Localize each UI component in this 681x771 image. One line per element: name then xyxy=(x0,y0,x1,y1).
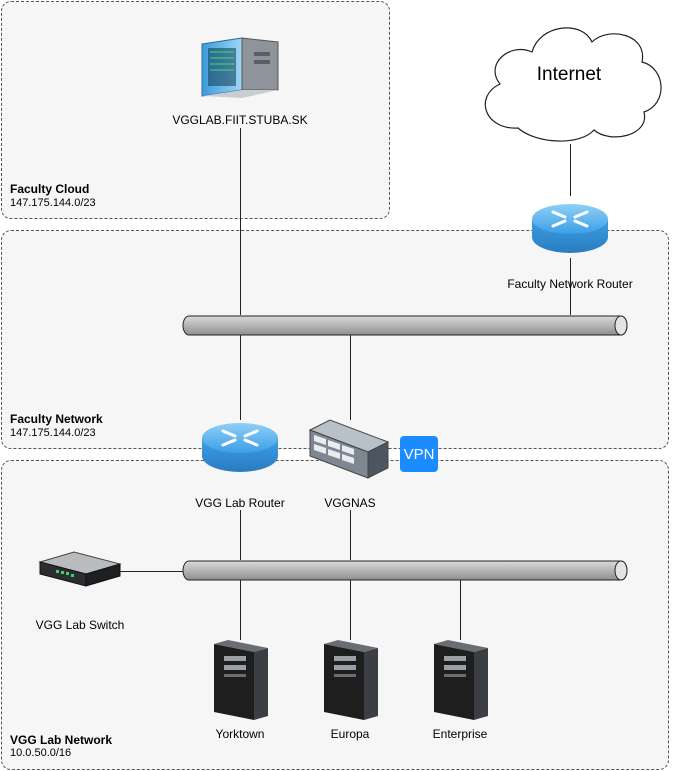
internet-label: Internet xyxy=(536,64,602,85)
vgglab-server-label: VGGLAB.FIIT.STUBA.SK xyxy=(172,113,308,127)
europa-server-icon xyxy=(324,640,378,720)
wire-bus-to-lab-router xyxy=(240,335,241,420)
faculty-network-bus xyxy=(182,315,628,336)
europa-label: Europa xyxy=(330,727,370,741)
faculty-cloud-title: Faculty Cloud xyxy=(10,182,90,196)
faculty-network-subnet: 147.175.144.0/23 xyxy=(10,427,96,439)
vgg-lab-router-icon xyxy=(202,423,278,472)
wire-nas-to-lab-bus xyxy=(350,510,351,560)
vgg-lab-network-title: VGG Lab Network xyxy=(10,733,113,747)
wire-bus-to-yorktown xyxy=(240,580,241,640)
faculty-router-label: Faculty Network Router xyxy=(507,277,633,291)
internet-cloud-icon xyxy=(484,27,662,142)
wire-router-to-bus xyxy=(570,258,571,315)
lab-switch-icon xyxy=(38,551,122,587)
faculty-router-icon xyxy=(532,204,608,253)
wire-lab-router-to-lab-bus xyxy=(240,510,241,560)
yorktown-server-icon xyxy=(214,640,268,720)
faculty-network-zone xyxy=(1,230,669,449)
wire-bus-to-nas xyxy=(350,335,351,420)
vgglab-server-icon xyxy=(201,37,279,98)
nas-icon xyxy=(308,419,390,479)
wire-switch-to-lab-bus xyxy=(120,571,186,572)
faculty-cloud-subnet: 147.175.144.0/23 xyxy=(10,197,96,209)
vgg-lab-bus xyxy=(182,560,628,581)
vgg-lab-network-zone xyxy=(1,460,669,770)
wire-server-to-bus xyxy=(240,128,241,315)
nas-label: VGGNAS xyxy=(324,496,376,510)
yorktown-label: Yorktown xyxy=(215,727,265,741)
lab-switch-label: VGG Lab Switch xyxy=(35,618,125,632)
faculty-network-title: Faculty Network xyxy=(10,412,103,426)
vpn-badge: VPN xyxy=(400,436,438,472)
enterprise-label: Enterprise xyxy=(432,727,488,741)
enterprise-server-icon xyxy=(434,640,488,720)
wire-bus-to-europa xyxy=(350,580,351,640)
wire-internet-to-router xyxy=(570,144,571,196)
vgg-lab-router-label: VGG Lab Router xyxy=(195,496,285,510)
wire-bus-to-enterprise xyxy=(460,580,461,640)
faculty-cloud-zone xyxy=(1,1,390,219)
vgg-lab-network-subnet: 10.0.50.0/16 xyxy=(10,747,72,759)
